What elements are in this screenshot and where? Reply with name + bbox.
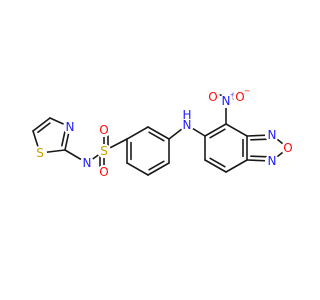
sulfonyl-o-top-label: O (99, 123, 108, 137)
sulfonyl-s-label: S (100, 144, 108, 158)
bond-p2-p3 (126, 126, 149, 140)
label-background (97, 123, 111, 137)
bond-p4-p5 (126, 162, 149, 176)
bond-b6-b1 (204, 123, 227, 137)
bond-t4-t5-second (37, 122, 51, 134)
bond-lines (32, 92, 289, 176)
label-background (180, 118, 194, 132)
nitro-o-top-label: O (208, 90, 217, 104)
bond-b3-b4 (225, 159, 248, 173)
bond-p1-p2-second (148, 131, 165, 142)
nitro-n-charge: + (230, 91, 237, 100)
amine-n-label: N (183, 118, 192, 132)
oxadiazole-n1-label: N (268, 128, 277, 142)
label-background (181, 109, 193, 121)
sulfonyl-o-bottom-label: O (99, 165, 108, 179)
bond-t4-t5 (32, 117, 51, 132)
label-background (97, 144, 111, 158)
label-background (80, 156, 94, 170)
oxadiazole-o-label: O (283, 141, 292, 155)
bond-b1-b2 (225, 123, 248, 137)
label-background (33, 146, 47, 160)
nitro-n-label: N (222, 94, 231, 108)
bond-t2-n-second (61, 128, 67, 147)
bond-b2-n1-second (250, 138, 270, 141)
bond-b6-b1-second (209, 128, 226, 139)
bond-p5-p6-second (148, 160, 165, 171)
nitro-o-right-charge: − (244, 87, 251, 96)
oxadiazole-n2-label: N (268, 154, 277, 168)
thiazole-n-label: N (66, 120, 75, 134)
bond-p1-p2 (147, 126, 170, 140)
label-background (233, 90, 247, 104)
bond-b4-b5-second (209, 157, 226, 168)
label-background (219, 94, 233, 108)
bond-n2-b3-second (250, 155, 270, 158)
label-background (265, 128, 279, 142)
label-background (97, 165, 111, 179)
label-background (206, 90, 220, 104)
thiazole-s-label: S (36, 146, 44, 160)
bond-p5-p6 (147, 162, 170, 176)
sulfonamide-n-label: N (83, 156, 92, 170)
amine-h-label: H (182, 108, 191, 122)
bond-b4-b5 (204, 159, 227, 173)
label-background (265, 154, 279, 168)
label-background (63, 120, 77, 134)
nitro-o-right-label: O (235, 90, 244, 104)
label-background (281, 141, 295, 155)
